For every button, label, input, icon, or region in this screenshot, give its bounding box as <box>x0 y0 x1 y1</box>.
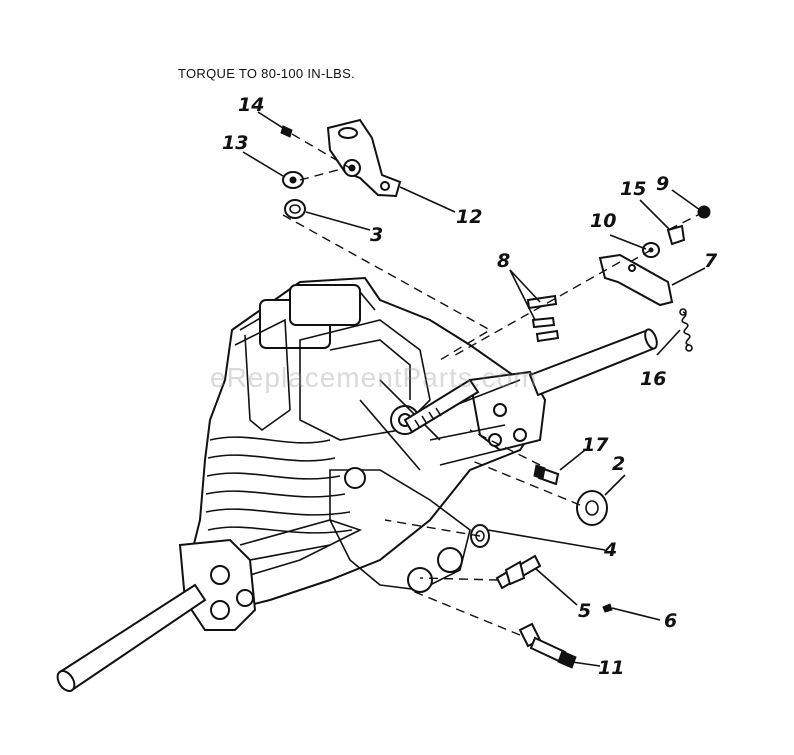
callout-8: 8 <box>497 250 511 272</box>
callout-2: 2 <box>612 453 626 475</box>
callout-13: 13 <box>222 132 249 154</box>
assembly-lines <box>282 133 705 636</box>
input-shaft <box>403 378 480 434</box>
part-7-bracket <box>598 253 674 307</box>
part-2-washer <box>576 490 608 526</box>
callout-12: 12 <box>456 206 483 228</box>
leader-lines <box>242 111 706 667</box>
part-12-lever-bracket <box>326 118 402 198</box>
callout-7: 7 <box>704 250 718 272</box>
part-17-bolt <box>533 464 560 486</box>
part-13-washer <box>282 171 304 189</box>
torque-note: TORQUE TO 80-100 IN-LBS. <box>178 66 355 81</box>
part-14-screw <box>280 125 293 138</box>
right-axle <box>528 328 658 397</box>
left-axle <box>56 583 207 692</box>
callout-17: 17 <box>582 434 609 456</box>
part-6-pin <box>602 603 613 613</box>
transaxle-housing <box>178 276 547 631</box>
callout-9: 9 <box>656 173 670 195</box>
callout-16: 16 <box>640 368 667 390</box>
callout-10: 10 <box>590 210 617 232</box>
part-16-spring <box>679 308 693 352</box>
part-15-clip <box>666 224 686 246</box>
part-3-bearing <box>284 199 306 219</box>
callout-14: 14 <box>238 94 265 116</box>
callout-15: 15 <box>620 178 647 200</box>
callout-11: 11 <box>598 657 625 679</box>
callout-5: 5 <box>578 600 592 622</box>
callout-4: 4 <box>604 539 618 561</box>
callout-6: 6 <box>664 610 678 632</box>
part-8-pins <box>526 294 560 343</box>
callout-3: 3 <box>370 224 384 246</box>
part-11-fitting <box>518 622 577 669</box>
watermark: eReplacementParts.com <box>210 362 538 393</box>
part-5-plate <box>495 554 542 590</box>
